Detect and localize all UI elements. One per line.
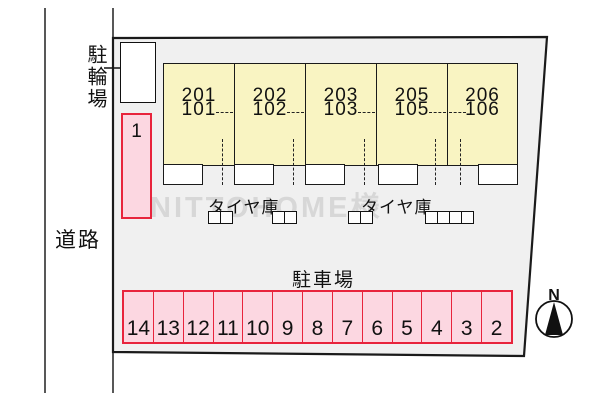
dashed-line-unit-4 — [435, 139, 436, 185]
tire-box — [284, 211, 297, 224]
parking-stall-14: 14 — [124, 292, 154, 342]
unit-number-lower: 102 — [252, 99, 288, 120]
unit-number-upper: 206 — [465, 85, 500, 106]
unit-number-upper: 202 — [252, 85, 288, 106]
parking-stall-6: 6 — [363, 292, 393, 342]
bicycle-parking-label: 駐輪場 — [84, 44, 106, 110]
unit-number-upper: 201 — [181, 85, 217, 106]
building-unit-205-105: 205 105 — [376, 63, 448, 166]
dashed-line-unit-3 — [364, 139, 365, 185]
building-unit-203-103: 203 103 — [305, 63, 377, 166]
parking-stall-10: 10 — [243, 292, 274, 342]
porch-unit-2 — [234, 164, 274, 185]
parking-stall-8: 8 — [303, 292, 333, 342]
dashed-line-h-unit-4 — [429, 112, 446, 113]
dashed-line-unit-1 — [222, 139, 223, 185]
dashed-line-h-unit-5 — [449, 112, 466, 113]
unit-number-lower: 103 — [323, 99, 359, 120]
porch-unit-3 — [305, 164, 345, 185]
parking-stall-3: 3 — [452, 292, 483, 342]
tire-storage-label-right: タイヤ庫 — [361, 198, 433, 217]
watermark-text: NITTOHOME様 — [150, 192, 383, 224]
parking-stall-11: 11 — [214, 292, 244, 342]
compass-north-icon: N — [535, 287, 573, 338]
parking-stall-row: 14 13 12 11 10 9 8 7 6 5 4 3 2 — [122, 290, 513, 344]
porch-unit-4 — [378, 164, 418, 185]
parking-stall-1: 1 — [121, 113, 152, 219]
parking-stall-4: 4 — [422, 292, 453, 342]
unit-number-upper: 205 — [394, 85, 430, 106]
dashed-line-unit-5 — [460, 139, 461, 185]
road-label: 道路 — [55, 229, 101, 252]
building-unit-201-101: 201 101 — [163, 63, 235, 166]
bicycle-parking-area — [120, 42, 156, 103]
compass-north-label: N — [548, 287, 560, 304]
dashed-line-h-unit-2 — [287, 112, 304, 113]
unit-number-lower: 106 — [465, 99, 500, 120]
parking-lot-title: 駐車場 — [292, 270, 356, 291]
tire-box — [360, 211, 373, 224]
tire-box — [220, 211, 233, 224]
unit-number-lower: 105 — [394, 99, 430, 120]
dashed-line-h-unit-1 — [216, 112, 233, 113]
parking-stall-7: 7 — [333, 292, 363, 342]
building-unit-202-102: 202 102 — [234, 63, 306, 166]
parking-stall-9: 9 — [273, 292, 304, 342]
building-unit-206-106: 206 106 — [447, 63, 518, 166]
parking-stall-12: 12 — [184, 292, 214, 342]
parking-stall-13: 13 — [154, 292, 184, 342]
porch-unit-5 — [478, 164, 518, 185]
porch-unit-1 — [163, 164, 203, 185]
dashed-line-h-unit-3 — [358, 112, 375, 113]
parking-stall-2: 2 — [490, 317, 503, 340]
tire-box — [461, 211, 474, 224]
parking-stall-5: 5 — [393, 292, 423, 342]
dashed-line-unit-2 — [293, 139, 294, 185]
unit-number-lower: 101 — [181, 99, 217, 120]
unit-number-upper: 203 — [323, 85, 359, 106]
